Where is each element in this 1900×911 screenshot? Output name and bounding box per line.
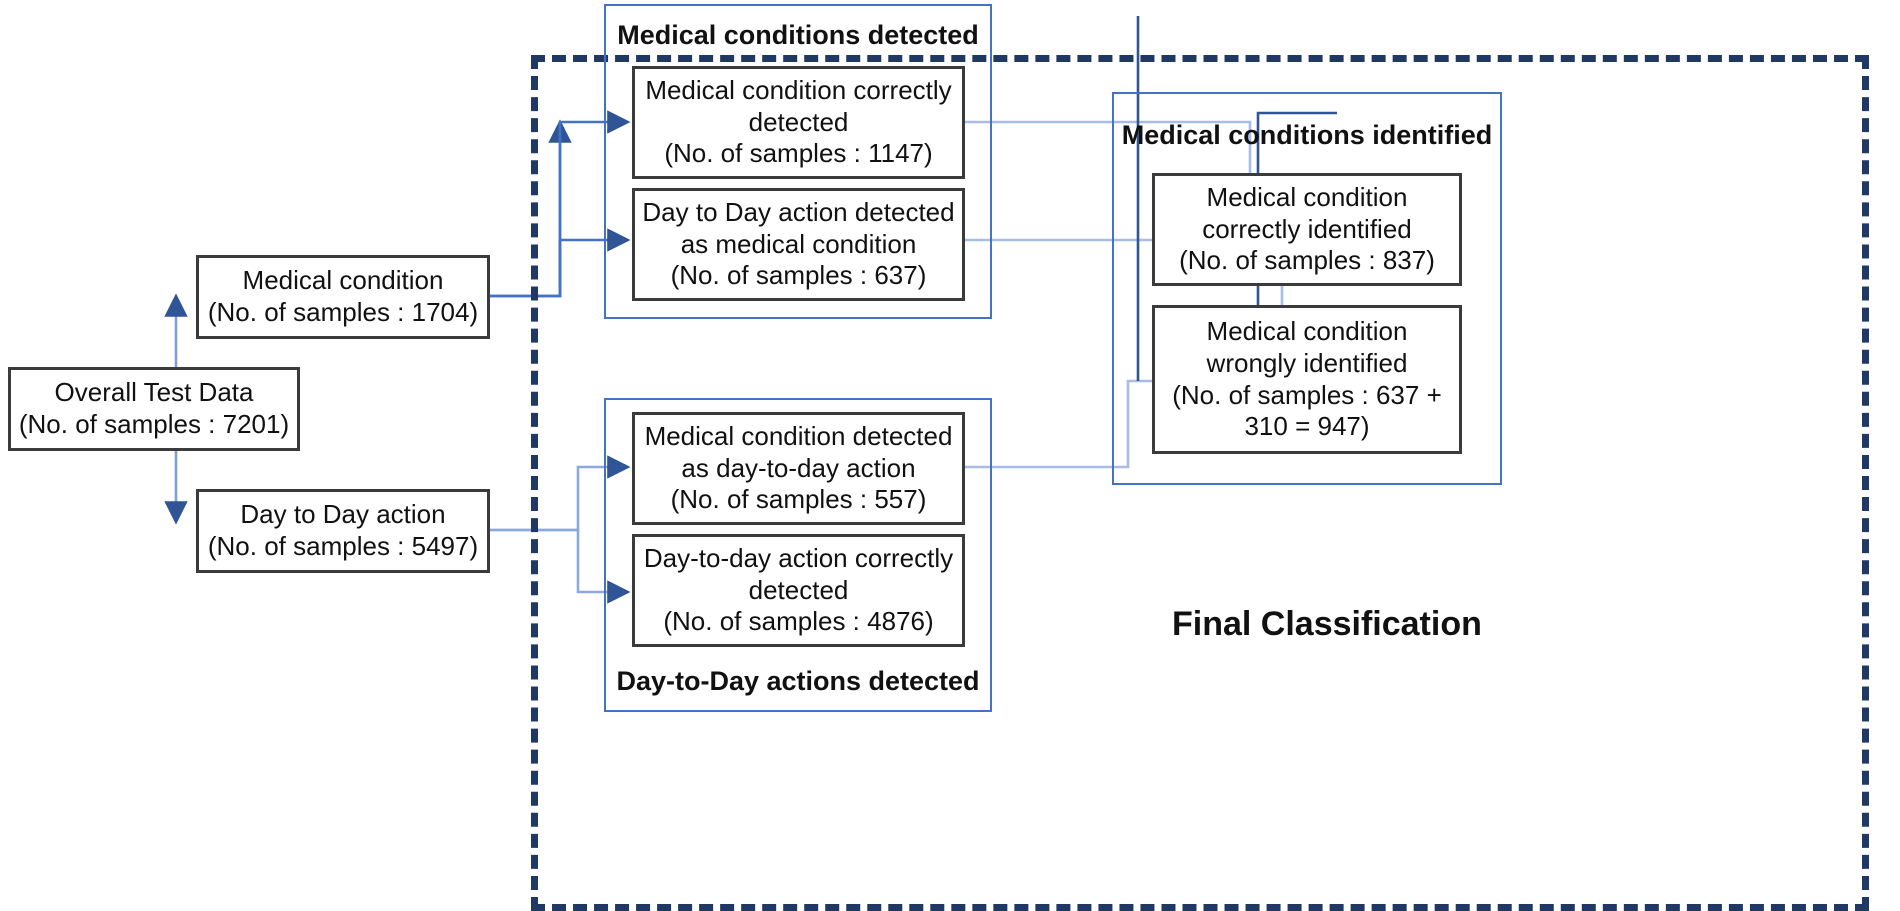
node-dd-correctly-detected-line3: (No. of samples : 4876) <box>663 606 934 637</box>
node-dd-detected-as-mc-line1: Day to Day action detected <box>642 196 955 227</box>
node-dd-detected-as-mc-line3: (No. of samples : 637) <box>670 260 927 291</box>
node-mc-detected-as-dd-line1: Medical condition detected <box>644 420 953 451</box>
node-day-to-day-action: Day to Day action (No. of samples : 5497… <box>196 489 490 573</box>
node-mc-correctly-detected-line1: Medical condition correctly <box>645 74 952 105</box>
node-mc-correctly-detected-line2: detected <box>748 106 849 137</box>
group-title-medical-conditions-detected: Medical conditions detected <box>617 20 979 50</box>
node-dd-detected-as-mc-line2: as medical condition <box>680 228 917 259</box>
final-classification-dashed-region <box>531 55 1869 911</box>
node-mc-correctly-identified-line3: (No. of samples : 837) <box>1179 245 1435 276</box>
node-mc-wrongly-identified-line2: wrongly identified <box>1206 347 1408 378</box>
node-medical-condition-line2: (No. of samples : 1704) <box>207 297 479 327</box>
node-day-to-day-action-line2: (No. of samples : 5497) <box>207 531 479 561</box>
node-mc-wrongly-identified-line1: Medical condition <box>1206 316 1408 347</box>
final-classification-label: Final Classification <box>1172 605 1482 643</box>
node-overall-line1: Overall Test Data <box>54 377 254 408</box>
node-mc-correctly-detected-line3: (No. of samples : 1147) <box>664 138 933 169</box>
node-mc-correctly-identified-line2: correctly identified <box>1202 213 1412 244</box>
node-mc-detected-as-dd-line3: (No. of samples : 557) <box>670 484 927 515</box>
node-medical-condition-line1: Medical condition <box>242 265 444 296</box>
node-mc-wrongly-identified-line4: 310 = 947) <box>1244 411 1370 442</box>
node-mc-wrongly-identified-line3: (No. of samples : 637 + <box>1172 379 1442 410</box>
group-medical-conditions-detected <box>604 4 992 319</box>
node-mc-wrongly-identified: Medical condition wrongly identified (No… <box>1152 305 1462 454</box>
group-title-medical-conditions-identified: Medical conditions identified <box>1121 120 1493 150</box>
node-mc-correctly-identified-line1: Medical condition <box>1206 181 1408 212</box>
node-dd-detected-as-mc: Day to Day action detected as medical co… <box>632 188 965 301</box>
node-dd-correctly-detected-line2: detected <box>748 574 849 605</box>
node-mc-detected-as-dd-line2: as day-to-day action <box>681 452 916 483</box>
node-mc-detected-as-dd: Medical condition detected as day-to-day… <box>632 412 965 525</box>
group-medical-conditions-identified <box>1112 92 1502 485</box>
group-title-day-to-day-actions-detected: Day-to-Day actions detected <box>616 666 980 696</box>
node-mc-correctly-identified: Medical condition correctly identified (… <box>1152 173 1462 286</box>
node-mc-correctly-detected: Medical condition correctly detected (No… <box>632 66 965 179</box>
node-dd-correctly-detected-line1: Day-to-day action correctly <box>643 542 954 573</box>
group-day-to-day-actions-detected <box>604 398 992 712</box>
node-overall-test-data: Overall Test Data (No. of samples : 7201… <box>8 367 300 451</box>
node-overall-line2: (No. of samples : 7201) <box>18 409 290 439</box>
node-medical-condition: Medical condition (No. of samples : 1704… <box>196 255 490 339</box>
node-dd-correctly-detected: Day-to-day action correctly detected (No… <box>632 534 965 647</box>
node-day-to-day-action-line1: Day to Day action <box>240 499 446 530</box>
